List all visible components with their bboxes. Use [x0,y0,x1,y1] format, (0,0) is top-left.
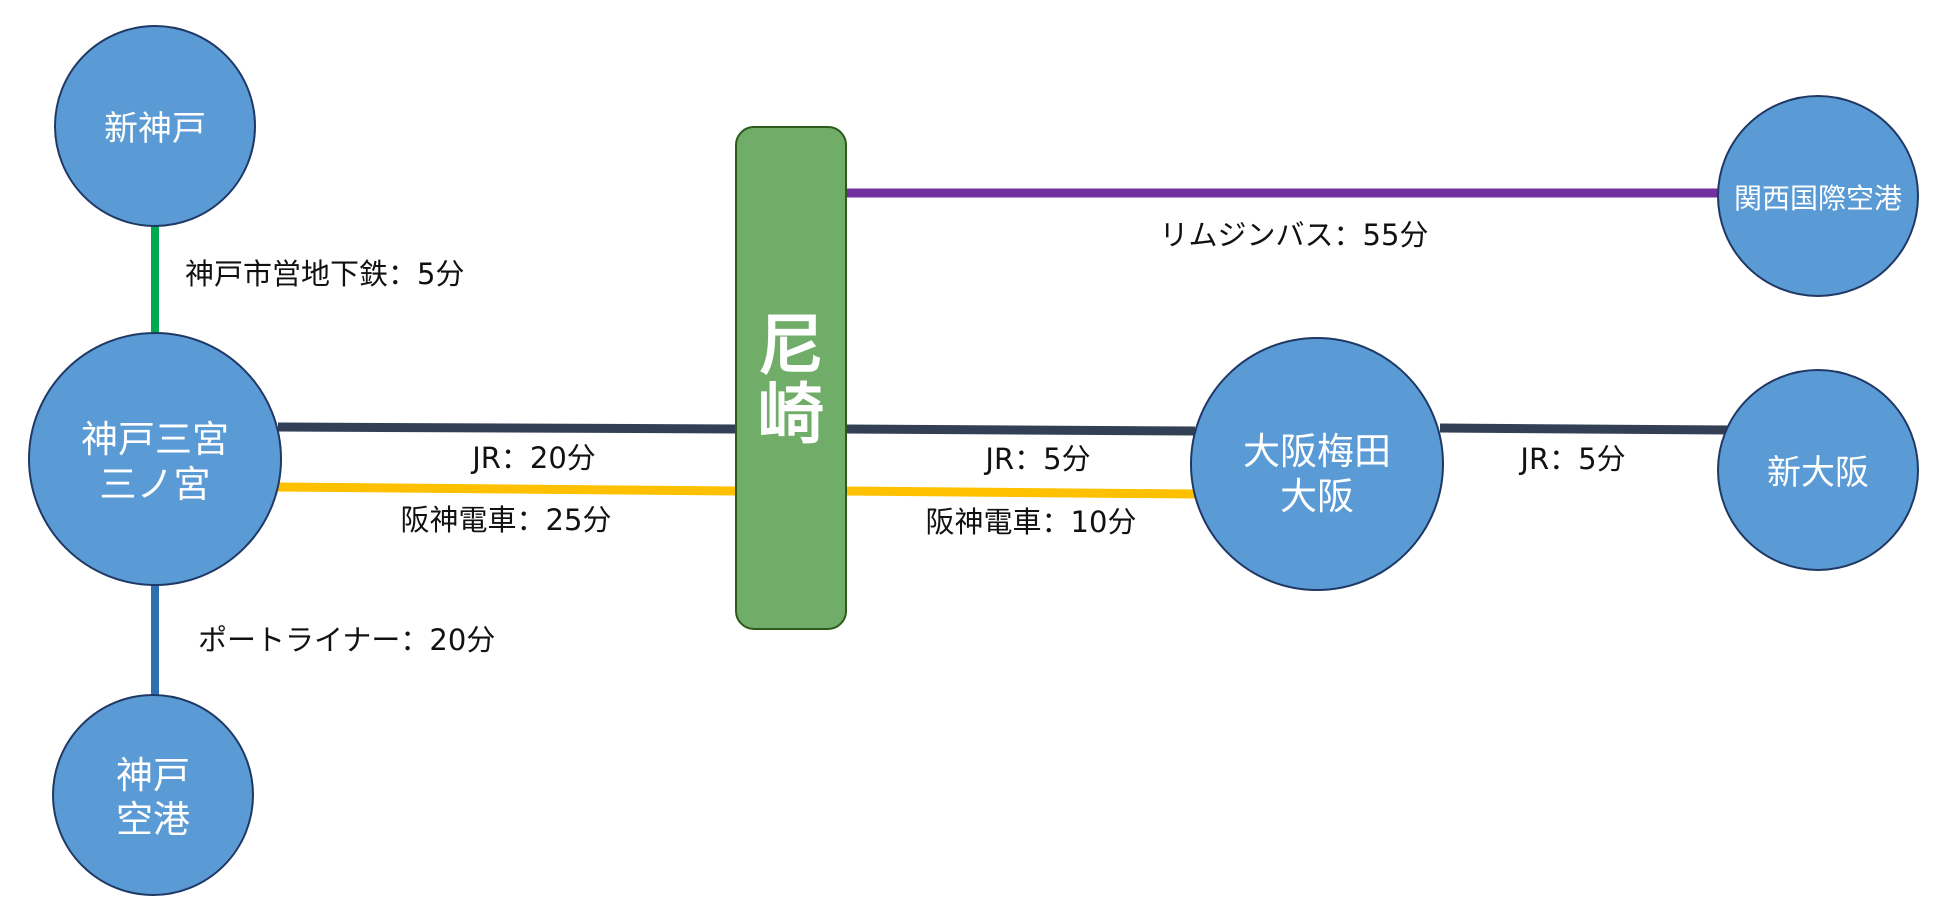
station-kansai-airport-label: 関西国際空港 [1734,182,1902,215]
station-kobe-airport-label-line2: 空港 [116,798,190,841]
subway-route-label: 神戸市営地下鉄：5分 [185,257,464,291]
hanshin-amagasaki-osaka-label: 阪神電車：10分 [926,505,1137,539]
hanshin-sannomiya-amagasaki-line [277,482,738,496]
station-shin-osaka-label: 新大阪 [1767,453,1869,493]
hanshin-amagasaki-osaka-line [844,486,1196,499]
station-amagasaki-label-line1: 尼 [758,307,824,384]
station-sannomiya-label-line1: 神戸三宮 [81,418,229,461]
portliner-route-label: ポートライナー：20分 [198,623,495,657]
station-kobe-airport-label-line1: 神戸 [116,754,190,797]
jr-osaka-shinosaka-line [1439,423,1731,435]
station-kobe-airport: 神戸 空港 [52,694,254,896]
station-kansai-airport: 関西国際空港 [1717,95,1919,297]
hanshin-sannomiya-amagasaki-label: 阪神電車：25分 [401,503,612,537]
jr-amagasaki-osaka-line [844,424,1196,436]
jr-amagasaki-osaka-label: JR：5分 [983,442,1090,476]
station-sannomiya: 神戸三宮 三ノ宮 [28,332,282,586]
limousine-bus-route-label: リムジンバス：55分 [1160,218,1429,252]
station-shin-kobe: 新神戸 [54,25,256,227]
station-osaka-umeda-label-line1: 大阪梅田 [1243,430,1391,473]
jr-osaka-shinosaka-label: JR：5分 [1518,442,1625,476]
station-amagasaki-label-line2: 崎 [758,376,824,453]
station-sannomiya-label-line2: 三ノ宮 [100,463,211,506]
station-osaka-umeda: 大阪梅田 大阪 [1190,337,1444,591]
station-amagasaki: 尼 崎 [735,126,847,630]
station-shin-osaka: 新大阪 [1717,369,1919,571]
station-osaka-umeda-label-line2: 大阪 [1280,475,1354,518]
station-shin-kobe-label: 新神戸 [104,109,206,149]
jr-sannomiya-amagasaki-line [277,422,738,434]
jr-sannomiya-amagasaki-label: JR：20分 [470,441,596,475]
